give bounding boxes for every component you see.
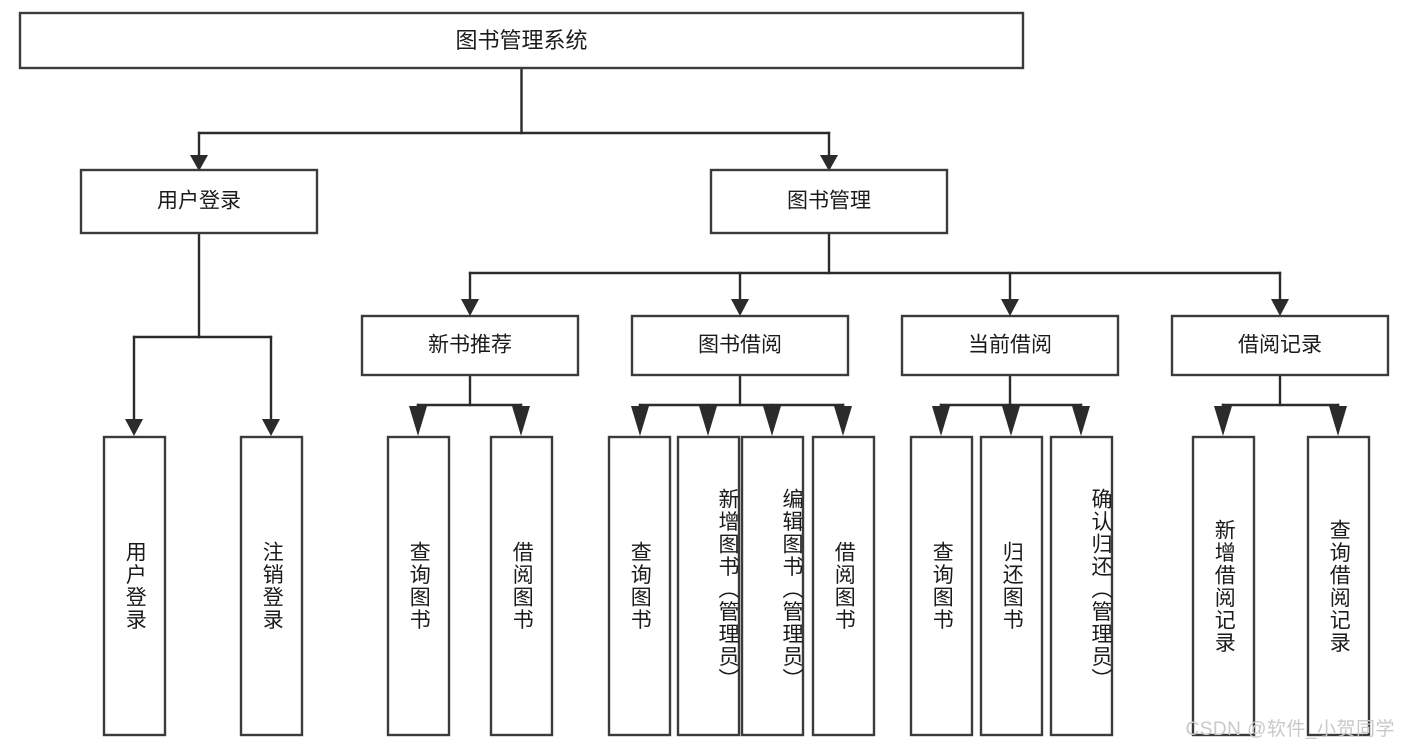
leaf-box-current-borrow-2[interactable]: [979, 435, 1044, 737]
node-book-management-label: 图书管理: [787, 190, 871, 213]
node-user-login-box[interactable]: [79, 168, 319, 235]
leaf-box-new-book-1[interactable]: [386, 435, 451, 737]
arrow-new-book-leaf-1: [409, 406, 427, 436]
arrow-book-borrow-leaf-3: [763, 406, 781, 436]
arrow-borrow-record-leaf-2: [1329, 406, 1347, 436]
node-book-management[interactable]: 图书管理: [709, 168, 949, 235]
leaf-box-current-borrow-1[interactable]: [909, 435, 974, 737]
leaf-box-borrow-record-1[interactable]: [1191, 435, 1256, 737]
node-book-borrow[interactable]: 图书借阅: [630, 314, 850, 377]
arrow-book-borrow-leaf-4: [834, 406, 852, 436]
node-new-book-recommend-box[interactable]: [360, 314, 580, 377]
node-book-borrow-label: 图书借阅: [698, 334, 782, 357]
connector-group-user-login: [125, 231, 280, 436]
arrow-to-book-mgmt: [820, 155, 838, 171]
arrow-current-borrow-leaf-1: [932, 406, 950, 436]
arrow-user-login-leaf-1: [125, 419, 143, 436]
leaf-box-book-borrow-1[interactable]: [607, 435, 672, 737]
node-root[interactable]: 图书管理系统: [18, 11, 1025, 70]
connector-group-book-borrow: [631, 373, 852, 436]
node-book-management-box[interactable]: [709, 168, 949, 235]
node-current-borrow-label: 当前借阅: [968, 334, 1052, 357]
leaf-box-user-login-2[interactable]: [239, 435, 304, 737]
arrow-borrow-record-leaf-1: [1214, 406, 1232, 436]
csdn-watermark: CSDN @软件_小贺同学: [1185, 719, 1395, 740]
arrow-to-user-login: [190, 155, 208, 171]
node-borrow-record-label: 借阅记录: [1238, 334, 1322, 357]
leaf-box-current-borrow-3[interactable]: [1049, 435, 1114, 737]
node-user-login[interactable]: 用户登录: [79, 168, 319, 235]
leaf-box-book-borrow-3[interactable]: [740, 435, 805, 737]
node-current-borrow-box[interactable]: [900, 314, 1120, 377]
arrow-book-mgmt-child-1: [461, 299, 479, 316]
node-current-borrow[interactable]: 当前借阅: [900, 314, 1120, 377]
connector-group-book-mgmt: [461, 231, 1289, 316]
node-new-book-recommend[interactable]: 新书推荐: [360, 314, 580, 377]
node-borrow-record[interactable]: 借阅记录: [1170, 314, 1390, 377]
node-user-login-label: 用户登录: [157, 190, 241, 213]
leaf-box-book-borrow-4[interactable]: [811, 435, 876, 737]
leaf-box-user-login-1[interactable]: [102, 435, 167, 737]
leaf-box-book-borrow-2[interactable]: [676, 435, 741, 737]
arrow-book-borrow-leaf-1: [631, 406, 649, 436]
arrow-book-borrow-leaf-2: [699, 406, 717, 436]
arrow-book-mgmt-child-3: [1001, 299, 1019, 316]
leaf-box-new-book-2[interactable]: [489, 435, 554, 737]
node-borrow-record-box[interactable]: [1170, 314, 1390, 377]
arrow-book-mgmt-child-2: [731, 299, 749, 316]
node-book-borrow-box[interactable]: [630, 314, 850, 377]
arrow-new-book-leaf-2: [512, 406, 530, 436]
arrow-user-login-leaf-2: [262, 419, 280, 436]
connector-group-borrow-record: [1214, 373, 1347, 436]
node-root-box[interactable]: [18, 11, 1025, 70]
connector-group-root: [190, 66, 838, 171]
connector-group-new-book: [409, 373, 530, 436]
arrow-book-mgmt-child-4: [1271, 299, 1289, 316]
leaf-box-borrow-record-2[interactable]: [1306, 435, 1371, 737]
node-root-label: 图书管理系统: [455, 28, 587, 53]
node-new-book-recommend-label: 新书推荐: [428, 334, 512, 357]
arrow-current-borrow-leaf-2: [1002, 406, 1020, 436]
arrow-current-borrow-leaf-3: [1072, 406, 1090, 436]
connector-group-current-borrow: [932, 373, 1090, 436]
